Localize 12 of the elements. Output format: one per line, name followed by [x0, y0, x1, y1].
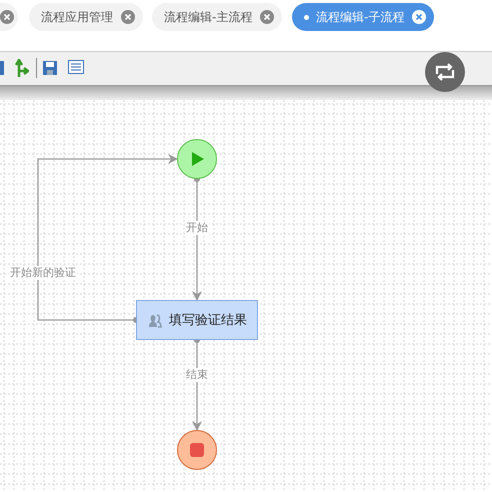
- edge-label: 结束: [185, 368, 209, 382]
- tab: 流程应用管理: [29, 3, 143, 31]
- edge-label: 开始: [185, 221, 209, 235]
- task-label: 填写验证结果: [169, 312, 247, 329]
- start-circle: [177, 139, 217, 179]
- tab: 流程编辑-主流程: [152, 3, 282, 31]
- arrow: [192, 176, 202, 301]
- tab: 流程编辑-子流程: [292, 3, 434, 31]
- end-circle: [177, 430, 217, 470]
- task-box: [136, 300, 258, 340]
- edge-label: 开始新的验证: [9, 266, 77, 280]
- arrow: [37, 154, 178, 323]
